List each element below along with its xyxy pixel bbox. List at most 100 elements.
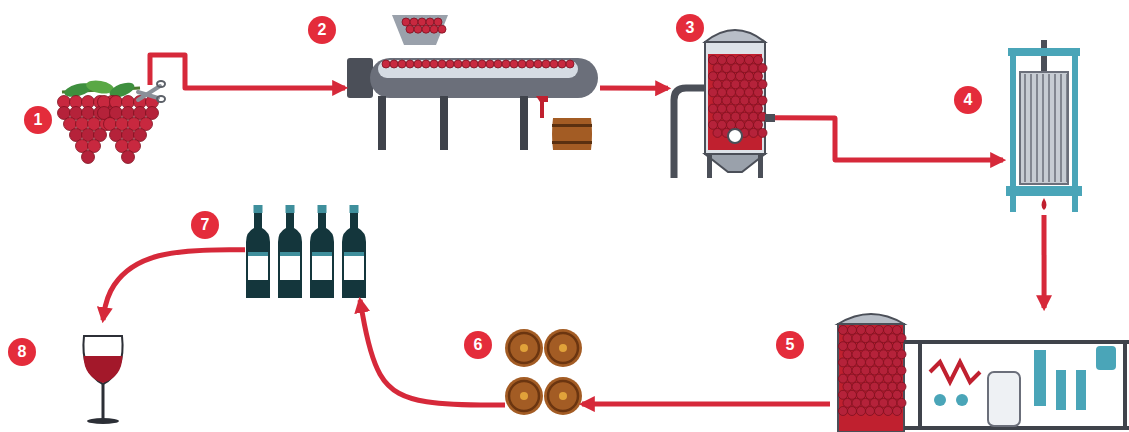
grape	[713, 128, 722, 137]
grape	[884, 326, 893, 335]
grape	[866, 342, 875, 351]
barrel-end	[544, 329, 582, 367]
crusher-trough	[378, 60, 578, 78]
grape	[727, 88, 736, 97]
grape	[430, 25, 438, 33]
tank-body	[705, 42, 765, 154]
grape	[749, 80, 758, 89]
tank-dome	[838, 314, 904, 324]
heat-coil	[930, 362, 980, 382]
grape	[758, 96, 767, 105]
grape	[454, 60, 462, 68]
grape	[839, 390, 848, 399]
grape	[875, 407, 884, 416]
grape	[879, 398, 888, 407]
grape	[709, 120, 718, 129]
grape	[534, 60, 542, 68]
grape	[839, 342, 848, 351]
wine-bottle	[278, 205, 302, 298]
grape	[839, 374, 848, 383]
bottle-cap	[254, 205, 263, 213]
barrel-end	[505, 329, 543, 367]
grape	[713, 112, 722, 121]
grape	[713, 80, 722, 89]
bottle-body	[278, 228, 302, 298]
grape	[861, 334, 870, 343]
barrel-bung	[559, 392, 567, 400]
basket-slat	[1024, 74, 1026, 182]
grape	[852, 350, 861, 359]
grape	[736, 56, 745, 65]
basket-slat	[1030, 74, 1032, 182]
grape	[857, 326, 866, 335]
grape	[758, 128, 767, 137]
grape-pile	[402, 18, 446, 33]
grape	[866, 390, 875, 399]
process-stage: 1	[60, 85, 165, 165]
process-stage: 3	[668, 15, 775, 178]
bottle-body	[246, 228, 270, 298]
barrel	[505, 377, 543, 415]
machine-leg	[440, 96, 448, 150]
barrel-bung	[520, 392, 528, 400]
grape	[879, 382, 888, 391]
processing-plant	[838, 314, 1129, 432]
machine-leg	[520, 96, 528, 150]
grape	[736, 104, 745, 113]
scissor-handle	[157, 96, 165, 102]
grape	[897, 382, 906, 391]
barrel	[544, 377, 582, 415]
grape	[754, 120, 763, 129]
callout-number: 5	[776, 331, 804, 359]
grape	[718, 104, 727, 113]
grape	[478, 60, 486, 68]
wine-press	[1006, 40, 1082, 212]
grape	[727, 104, 736, 113]
grape	[875, 358, 884, 367]
grape	[870, 334, 879, 343]
grape	[893, 374, 902, 383]
filter-unit	[1076, 370, 1086, 410]
grape	[893, 390, 902, 399]
grape-pile	[382, 60, 574, 68]
tank-leg	[707, 154, 712, 178]
grape	[740, 96, 749, 105]
flow-arrow	[150, 55, 345, 88]
grape	[749, 64, 758, 73]
barrel-end	[505, 377, 543, 415]
grape	[861, 382, 870, 391]
tank-dome	[705, 30, 765, 42]
grape	[884, 407, 893, 416]
grape	[414, 25, 422, 33]
barrel	[505, 329, 543, 367]
grape	[870, 366, 879, 375]
grape-must	[708, 54, 762, 150]
grape	[745, 56, 754, 65]
grape	[866, 326, 875, 335]
grape	[857, 407, 866, 416]
flow-arrow	[103, 250, 245, 320]
barrel-hoop	[548, 333, 578, 363]
grape	[722, 112, 731, 121]
grape	[494, 60, 502, 68]
grape	[736, 120, 745, 129]
grape	[843, 382, 852, 391]
grape	[390, 60, 398, 68]
frame-pipes	[904, 342, 1129, 428]
press-base	[1006, 186, 1082, 196]
scissor-handle	[157, 81, 165, 87]
grape	[893, 326, 902, 335]
machine-leg	[378, 96, 386, 150]
glass-foot	[87, 418, 119, 424]
grape	[758, 64, 767, 73]
process-stage: 7	[245, 205, 368, 300]
bottle-neck	[350, 206, 358, 230]
wine-bottle	[246, 205, 270, 298]
grape	[879, 366, 888, 375]
grape	[722, 96, 731, 105]
grape	[422, 60, 430, 68]
grape	[875, 374, 884, 383]
grape	[839, 358, 848, 367]
grape	[754, 88, 763, 97]
